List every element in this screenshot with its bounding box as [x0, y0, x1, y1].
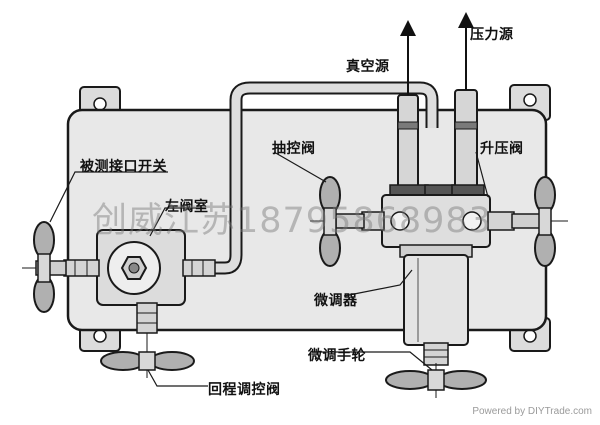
- fine-adjust-handwheel-label: 微调手轮: [308, 348, 366, 364]
- test-port-switch-label: 被测接口开关: [80, 159, 167, 175]
- left-valve-chamber-label: 左阀室: [165, 199, 209, 215]
- watermark-text: 创威江苏18795868983: [92, 201, 492, 241]
- fine-regulator: [399, 244, 473, 366]
- extraction-control-valve-label: 抽控阀: [272, 141, 316, 157]
- left-valve-chamber: [63, 229, 216, 306]
- credit-text: Powered by DIYTrade.com: [472, 406, 592, 417]
- pressure-source-label: 压力源: [470, 27, 514, 43]
- test-port-switch-handle: [22, 221, 67, 313]
- fine-regulator-label: 微调器: [314, 293, 358, 309]
- central-manifold: [361, 89, 515, 248]
- vacuum-source-label: 真空源: [346, 59, 390, 75]
- boost-valve-label: 升压阀: [480, 141, 524, 157]
- connecting-tube: [215, 81, 439, 275]
- boost-valve-handle: [511, 176, 568, 267]
- fine-adjust-handwheel: [385, 363, 487, 398]
- leader-lines: [49, 151, 489, 387]
- return-control-valve: [100, 302, 195, 378]
- return-control-valve-label: 回程调控阀: [208, 382, 281, 398]
- extraction-control-valve-handle: [310, 176, 365, 267]
